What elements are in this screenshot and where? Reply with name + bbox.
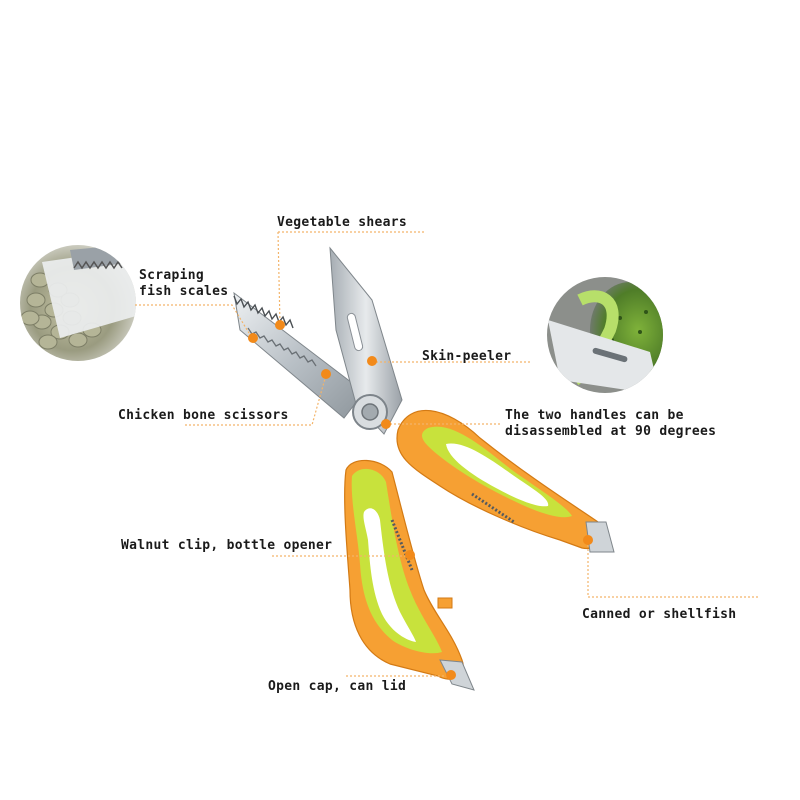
- marker-dot: [583, 535, 593, 545]
- label-handles-line1: The two handles can be: [505, 408, 684, 423]
- label-skin-peeler: Skin-peeler: [422, 349, 512, 364]
- label-handles-line2: disassembled at 90 degrees: [505, 424, 717, 439]
- cucumber-peel-inset: [547, 277, 663, 393]
- marker-dot: [405, 550, 415, 560]
- left-handle: [344, 459, 475, 691]
- marker-dot: [321, 369, 331, 379]
- marker-dot: [381, 419, 391, 429]
- upper-blade: [233, 291, 365, 419]
- marker-dot: [248, 333, 258, 343]
- label-chicken-bone-scissors: Chicken bone scissors: [118, 408, 289, 423]
- marker-dot: [446, 670, 456, 680]
- label-open-cap: Open cap, can lid: [268, 679, 407, 694]
- label-canned-shellfish: Canned or shellfish: [582, 607, 737, 622]
- marker-dot: [275, 320, 285, 330]
- label-walnut-clip: Walnut clip, bottle opener: [121, 538, 333, 553]
- right-handle: [396, 409, 615, 553]
- fish-scales-inset: [20, 245, 136, 361]
- leader-lines: [135, 231, 758, 677]
- label-scraping-line1: Scraping: [139, 268, 205, 283]
- marker-dot: [367, 356, 377, 366]
- pivot-screw: [352, 394, 388, 430]
- label-vegetable-shears: Vegetable shears: [277, 215, 408, 230]
- label-scraping-line2: fish scales: [139, 284, 229, 299]
- lower-blade: [329, 246, 403, 435]
